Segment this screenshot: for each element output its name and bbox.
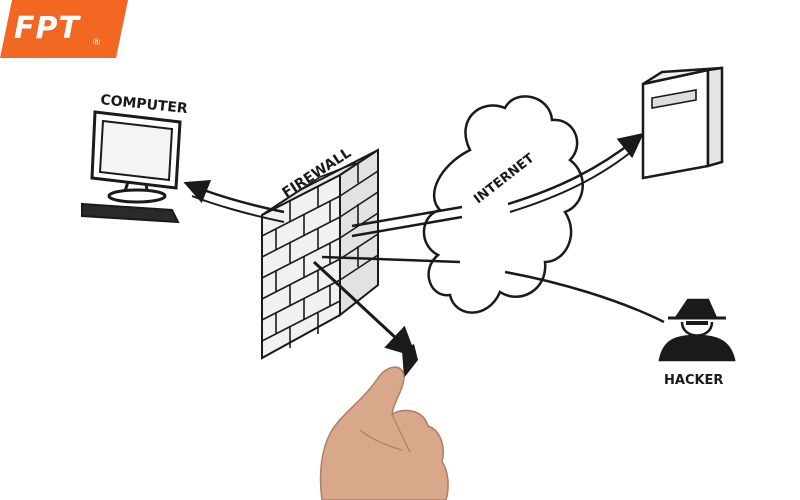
monitor-frame	[90, 110, 182, 190]
server-side	[706, 66, 724, 168]
keyboard-icon	[81, 202, 180, 224]
hacker-line	[504, 270, 665, 324]
hacker-label: HACKER	[664, 373, 723, 388]
pipe-top-lower	[351, 215, 463, 238]
pipe-middle	[321, 255, 461, 264]
monitor-screen	[98, 119, 174, 182]
connections	[183, 132, 665, 358]
logo-text: FPT	[14, 11, 80, 46]
fpt-logo: FPT ®	[0, 0, 128, 58]
arrow-to-computer-outline	[191, 195, 285, 223]
firewall-icon	[261, 148, 379, 360]
brick-lines	[261, 162, 379, 348]
hacker-body	[658, 334, 736, 362]
hand-creases	[359, 413, 411, 453]
monitor-base	[107, 188, 167, 204]
marker-pen	[402, 344, 418, 378]
server-front	[641, 68, 710, 180]
server-icon	[641, 66, 724, 180]
hacker-hat	[673, 298, 718, 320]
blocked-arrow	[312, 260, 417, 358]
hand-drawing-icon	[319, 344, 449, 500]
logo-badge	[0, 0, 128, 58]
logo-registered-mark: ®	[92, 38, 101, 48]
arrow-to-computer	[183, 179, 285, 214]
arrow-to-server-outline	[509, 147, 637, 213]
internet-cloud-icon	[422, 95, 584, 314]
hand-shape	[319, 366, 449, 500]
drive-bay	[651, 89, 697, 109]
cloud-outline	[422, 95, 584, 314]
arrow-to-server	[507, 132, 644, 206]
logo-background	[0, 0, 128, 58]
hacker-icon	[658, 298, 736, 362]
pipe-top-upper	[351, 205, 463, 228]
computer-icon	[81, 110, 182, 224]
